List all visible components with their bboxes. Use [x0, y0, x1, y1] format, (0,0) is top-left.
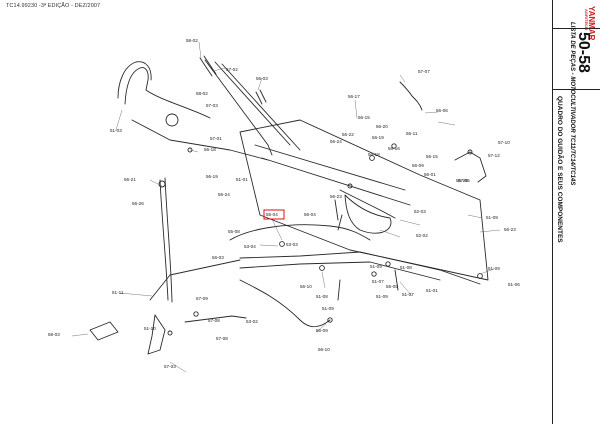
part-label: 56-15	[358, 115, 370, 120]
part-label: 52-02	[416, 233, 428, 238]
part-label: 51-08	[400, 265, 412, 270]
part-label: 51-09	[322, 306, 334, 311]
part-label: 57-09	[196, 296, 208, 301]
brand-subtitle: AGRITECH	[584, 9, 589, 30]
part-label: 58-03	[48, 332, 60, 337]
part-label: 56-24	[218, 192, 230, 197]
part-label: 51-08	[316, 294, 328, 299]
cross-bar-lower	[239, 261, 441, 281]
part-label: 51-07	[402, 292, 414, 297]
part-label: 56-23	[330, 194, 342, 199]
part-label: 51-11	[112, 290, 124, 295]
title-sidebar	[552, 0, 600, 424]
part-label: 56-06	[436, 108, 448, 113]
part-label: 56-16	[388, 146, 400, 151]
part-label: 57-08	[216, 336, 228, 341]
rod-grip-2	[255, 89, 267, 105]
part-label: 53-03	[286, 242, 298, 247]
handlebar-tube-upper	[124, 67, 211, 119]
part-label: 55-04	[266, 212, 278, 217]
control-rod-1	[204, 59, 273, 156]
lever-bracket	[147, 314, 166, 355]
highlight-box	[263, 209, 285, 220]
part-label: 51-09	[370, 264, 382, 269]
right-bracket	[454, 151, 487, 183]
part-label: 51-09	[486, 215, 498, 220]
rod-grip-1	[199, 55, 217, 77]
cross-bar	[239, 251, 481, 285]
cable-upper	[229, 224, 371, 241]
part-label: 51-09	[376, 294, 388, 299]
part-label: 56-15	[426, 154, 438, 159]
part-label: 56-25	[456, 178, 468, 183]
part-label: 51-03	[110, 128, 122, 133]
part-label: 57-10	[498, 140, 510, 145]
frame-inner-lines	[254, 144, 411, 219]
section-title: QUADRO DO GUIDÃO E SEUS COMPONENTES	[556, 96, 563, 243]
right-spring	[399, 81, 423, 111]
main-frame-plate	[239, 119, 489, 281]
part-label: 51-01	[426, 288, 438, 293]
part-label: 56-18	[368, 152, 380, 157]
part-label: 53-04	[244, 244, 256, 249]
part-label: 58-02	[196, 91, 208, 96]
part-label: 51-01	[236, 177, 248, 182]
handlebar-grip-left	[159, 177, 173, 303]
part-label: 57-03	[206, 103, 218, 108]
part-label: 58-02	[186, 38, 198, 43]
part-label: 56-19	[372, 135, 384, 140]
part-label: 55-08	[228, 229, 240, 234]
part-label: 56-21	[124, 177, 136, 182]
part-label: 51-09	[488, 266, 500, 271]
cable-lower	[239, 279, 331, 328]
part-label: 56-05	[386, 284, 398, 289]
page-number-box	[553, 28, 600, 90]
part-label: 56-19	[206, 174, 218, 179]
part-label: 56-24	[330, 139, 342, 144]
part-label: 57-05	[458, 178, 470, 183]
part-label: 57-02	[226, 67, 238, 72]
part-label: 56-03	[256, 76, 268, 81]
handlebar-tube-lower	[117, 61, 152, 99]
part-label: 56-09	[316, 328, 328, 333]
part-label: 57-12	[488, 153, 500, 158]
control-rod-2	[214, 61, 291, 146]
part-label: 51-10	[144, 326, 156, 331]
part-label: 56-11	[406, 131, 418, 136]
part-label: 56-10	[300, 284, 312, 289]
part-label: 56-17	[348, 94, 360, 99]
handlebar-stem	[131, 119, 269, 161]
part-label: 56-01	[424, 172, 436, 177]
part-label: 51-07	[372, 279, 384, 284]
page-number: 50-58	[575, 32, 592, 73]
part-label: 56-26	[132, 201, 144, 206]
part-label: 53-02	[246, 319, 258, 324]
part-label: 57-01	[210, 136, 222, 141]
lower-left-rod	[149, 259, 241, 301]
part-label: 56-10	[318, 347, 330, 352]
hand-grip	[89, 321, 119, 341]
bolt-ring	[165, 113, 179, 127]
linkage-rod	[184, 315, 247, 323]
frame-cutout	[344, 194, 392, 234]
part-labels: 58-02 57-02 56-03 58-02 57-03 51-03 57-01 56-18…	[48, 38, 520, 369]
parts-list-title: LISTA DE PEÇAS - MOTOCULTIVADOR TC11/TC1…	[569, 22, 575, 186]
part-label: 56-03	[212, 255, 224, 260]
control-rod-3	[221, 63, 301, 151]
document-reference: TC14.99230 -3ª EDIÇÃO - DEZ/2007	[6, 3, 101, 9]
part-label: 56-23	[504, 227, 516, 232]
part-label: 56-18	[204, 147, 216, 152]
part-label: 57-08	[208, 318, 220, 323]
part-label: 56-09	[412, 163, 424, 168]
part-label: 51-06	[508, 282, 520, 287]
part-label: 57-07	[418, 69, 430, 74]
part-label: 56-22	[342, 132, 354, 137]
part-label: 56-20	[376, 124, 388, 129]
part-label: 56-04	[304, 212, 316, 217]
part-label: 52-03	[414, 209, 426, 214]
part-label: 57-03	[164, 364, 176, 369]
